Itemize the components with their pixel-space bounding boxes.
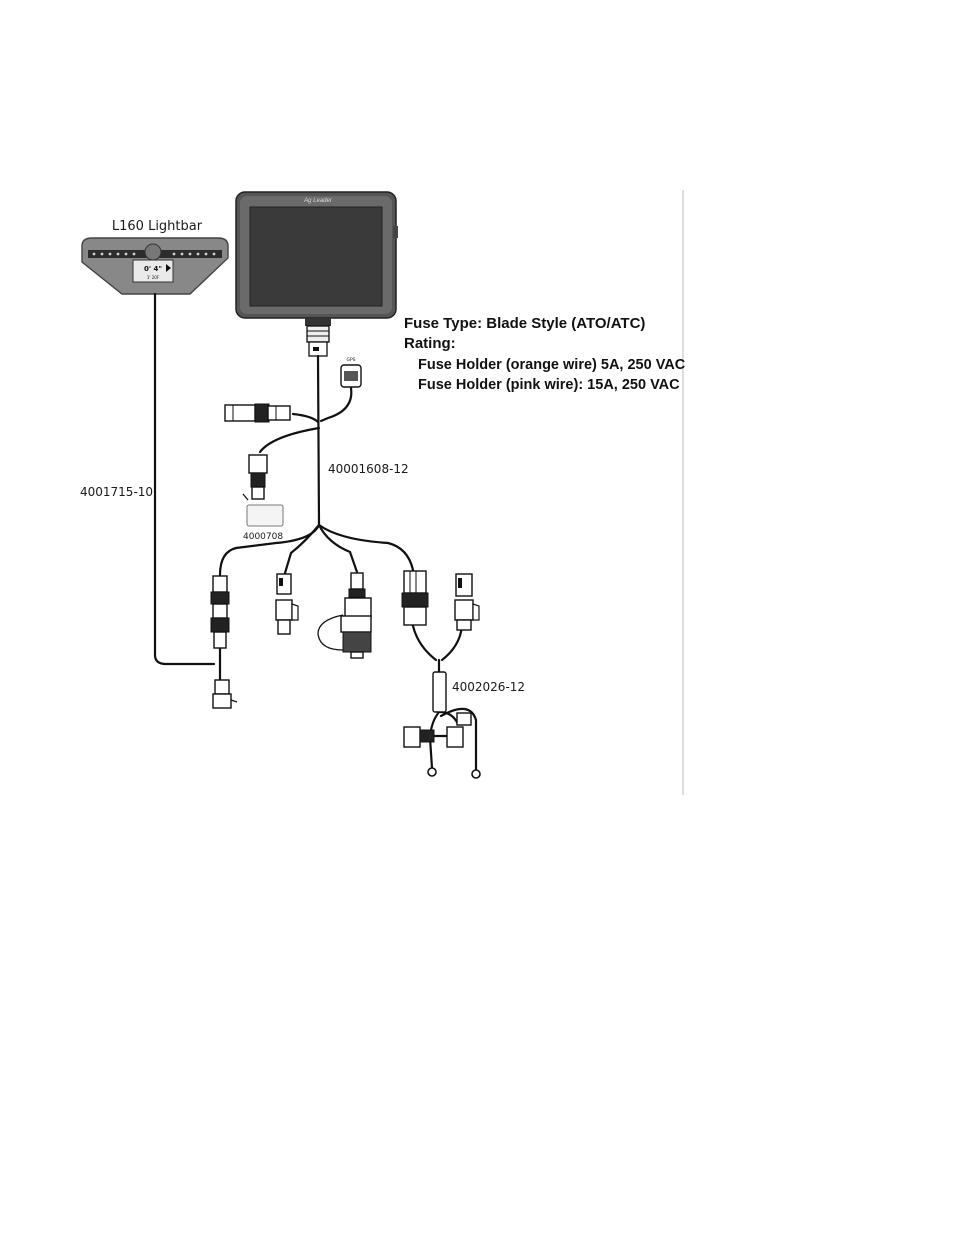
fuse-holder-orange-text: Fuse Holder (orange wire) 5A, 250 VAC bbox=[418, 357, 686, 373]
gps-tag-text: GPS bbox=[346, 357, 355, 363]
label-power-cable: 4002026-12 bbox=[452, 680, 525, 694]
ignition-connector bbox=[225, 404, 290, 422]
display-unit: Ag Leader bbox=[236, 192, 398, 356]
fuse-type-text: Fuse Type: Blade Style (ATO/ATC) bbox=[404, 315, 645, 332]
inline-connector-left bbox=[211, 576, 229, 648]
gps-connector: GPS bbox=[341, 357, 361, 387]
lightbar-title: L160 Lightbar bbox=[112, 219, 203, 234]
module-connector bbox=[243, 455, 283, 526]
rating-text: Rating: bbox=[404, 335, 456, 352]
lightbar-sub-readout: 1' 20F bbox=[147, 275, 160, 280]
display-brand-text: Ag Leader bbox=[303, 198, 333, 204]
lightbar-plug bbox=[213, 680, 237, 708]
label-lightbar-cable: 4001715-10 bbox=[80, 485, 153, 499]
round-connector bbox=[318, 573, 371, 658]
label-main-harness: 40001608-12 bbox=[328, 462, 409, 476]
power-connector-right bbox=[455, 574, 479, 630]
power-connector-left bbox=[402, 571, 428, 625]
small-connector bbox=[276, 574, 298, 634]
label-module: 4000708 bbox=[243, 532, 283, 542]
fuse-holder-pink-text: Fuse Holder (pink wire): 15A, 250 VAC bbox=[418, 377, 680, 393]
lightbar-device: 0' 4" 1' 20F bbox=[82, 238, 228, 294]
lightbar-readout: 0' 4" bbox=[144, 265, 162, 273]
